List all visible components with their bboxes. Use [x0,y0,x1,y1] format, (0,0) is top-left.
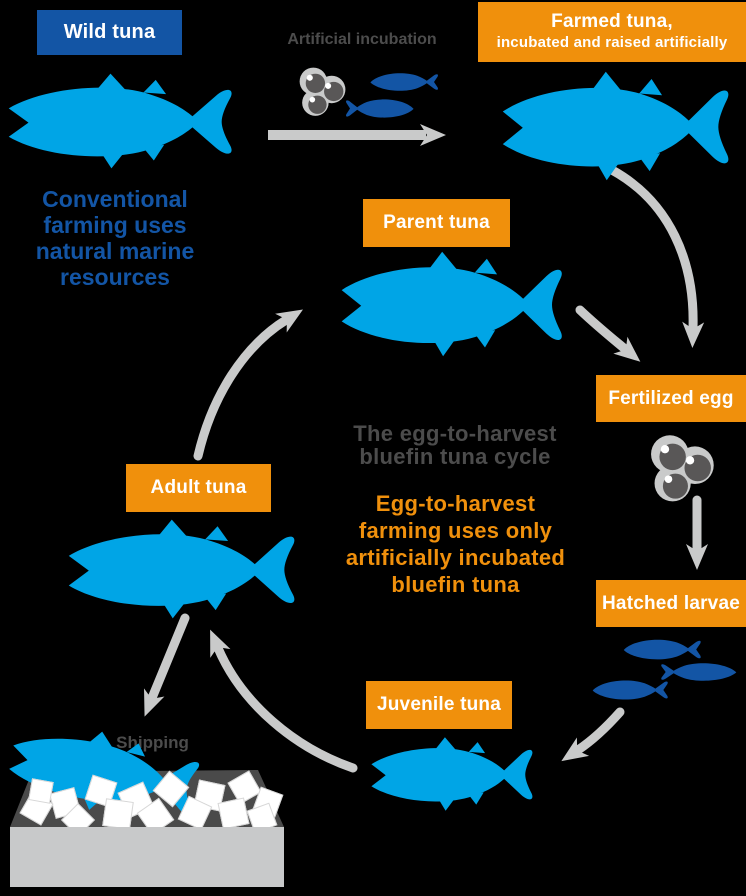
artificial-incubation-label: Artificial incubation [287,31,437,48]
arrow-farmed-to-egg-icon [607,165,705,348]
wild-tuna-fish-icon [4,72,249,170]
wild-tuna-label: Wild tuna [37,10,182,55]
larvae-fish-icon [621,636,703,663]
farmed-tuna-subtitle: incubated and raised artificially [496,34,728,51]
larvae-fish-icon [590,677,670,703]
shipping-crate-front [10,827,284,887]
farmed-tuna-label: Farmed tuna, incubated and raised artifi… [478,2,746,62]
conventional-farming-note: Conventional farming uses natural marine… [35,186,195,290]
ice-cube-icon [28,778,54,804]
parent-tuna-label: Parent tuna [363,199,510,247]
farmed-tuna-title: Farmed tuna, [551,11,673,32]
egg-to-harvest-note: Egg-to-harvest farming uses only artific… [345,491,566,597]
larvae-fish-icon [659,660,739,684]
cycle-title: The egg-to-harvest bluefin tuna cycle [353,421,557,469]
ice-cube-icon [102,798,134,830]
fertilized-eggs-icon [642,428,720,508]
wild-tuna-label-text: Wild tuna [63,21,156,43]
arrow-juvenile-to-adult-icon [210,629,358,773]
ice-cube-icon [217,797,250,830]
farmed-tuna-fish-icon [498,70,746,182]
fertilized-egg-label: Fertilized egg [596,375,746,422]
adult-tuna-label: Adult tuna [126,464,271,512]
parent-tuna-fish-icon [337,250,579,358]
incubation-eggs-icon [293,63,350,120]
arrow-wild-to-farmed-icon [268,124,446,146]
incubation-small-fish-icon [368,70,440,94]
incubation-small-fish-icon [344,96,416,121]
arrow-egg-to-larvae-icon [686,495,708,570]
arrow-parent-to-egg-icon [575,305,641,362]
adult-tuna-fish-icon [64,518,312,620]
arrow-adult-to-parent-icon [193,309,303,461]
juvenile-tuna-label: Juvenile tuna [366,681,512,729]
arrow-adult-to-shipping-icon [144,613,190,717]
hatched-larvae-label: Hatched larvae [596,580,746,627]
juvenile-tuna-fish-icon [368,736,545,812]
arrow-larvae-to-juvenile-icon [561,707,625,762]
